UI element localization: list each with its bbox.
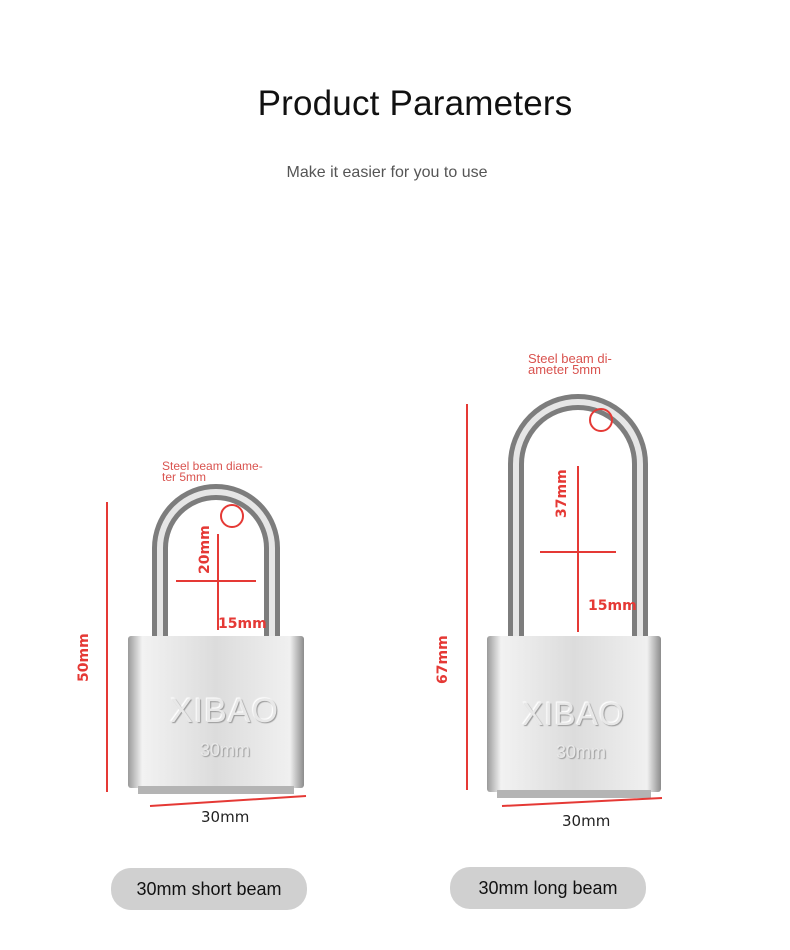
page-subtitle: Make it easier for you to use — [286, 164, 488, 181]
long-beam-brand-mark: XIBAO — [522, 696, 625, 732]
short-beam-width-label: 30mm — [201, 808, 250, 826]
short-beam-padlock — [106, 484, 307, 807]
long-beam-height-label: 67mm — [435, 635, 451, 684]
short-beam-height-label: 50mm — [76, 633, 92, 682]
short-beam-label-pill: 30mm short beam — [111, 868, 307, 910]
page-title: Product Parameters — [257, 84, 573, 123]
long-beam-diameter-callout: Steel beam di- ameter 5mm — [528, 351, 612, 377]
short-beam-shackle-width-label: 15mm — [218, 616, 267, 632]
callout-line-1: Steel beam diame- — [162, 459, 263, 473]
long-beam-body-label: 30mm — [556, 742, 607, 762]
short-beam-name: 30mm short beam — [136, 878, 282, 899]
callout-line-1: Steel beam di- — [528, 351, 612, 366]
short-beam-body-label: 30mm — [200, 740, 251, 760]
long-beam-shackle-height-label: 37mm — [554, 469, 570, 518]
long-beam-width-label: 30mm — [562, 812, 611, 830]
callout-line-2: ter 5mm — [162, 470, 207, 484]
short-beam-diameter-callout: Steel beam diame- ter 5mm — [162, 459, 263, 484]
long-beam-label-pill: 30mm long beam — [450, 867, 646, 909]
short-beam-brand-mark: XIBAO — [170, 692, 279, 730]
callout-line-2: ameter 5mm — [528, 362, 601, 377]
long-beam-shackle-width-label: 15mm — [588, 598, 637, 614]
long-beam-padlock — [466, 394, 663, 807]
short-beam-shackle-height-label: 20mm — [197, 525, 213, 574]
long-beam-name: 30mm long beam — [478, 877, 618, 898]
